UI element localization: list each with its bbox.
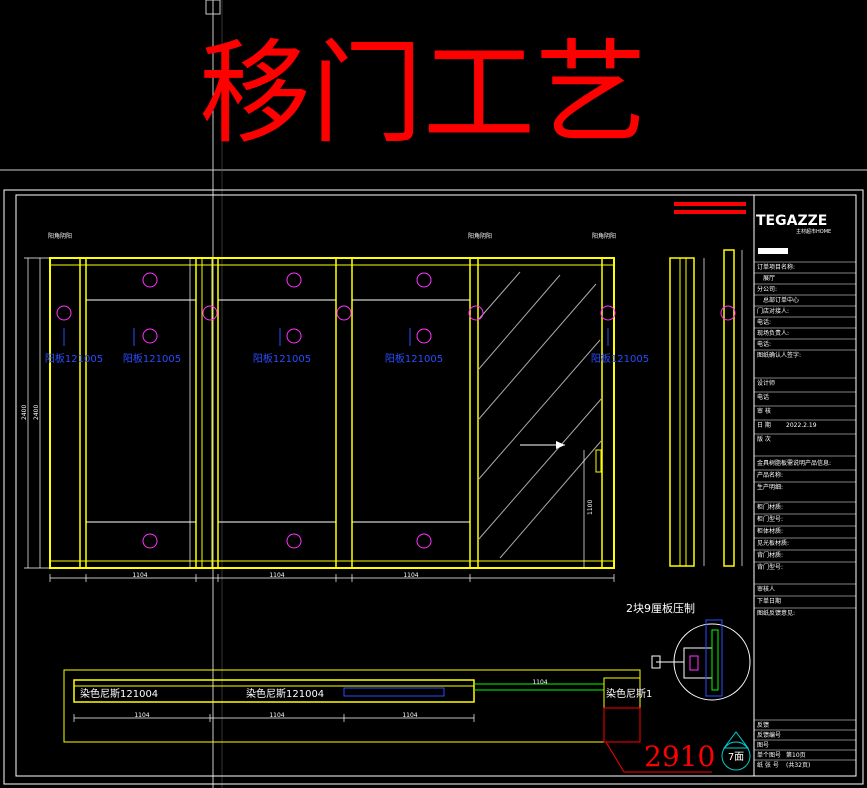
title-block-key: 日 期 <box>757 421 771 429</box>
title-block-key: 反馈 <box>757 721 769 729</box>
title-block-key: 现场负责人: <box>757 329 789 337</box>
title-block-key: 背门材质: <box>757 551 783 559</box>
door-handle <box>595 449 602 473</box>
detail-label: 2块9厘板压制 <box>626 601 695 615</box>
title-block-key: 图纸反馈意见: <box>757 609 795 617</box>
title-block-key: 电话: <box>757 340 771 348</box>
product-note: 金具树脂板需说明产品信息: <box>757 459 831 467</box>
title-block-key: 审核人 <box>757 585 775 593</box>
title-block-key: 版 次 <box>757 435 771 443</box>
plan-label-1: 染色尼斯121004 <box>80 687 158 700</box>
handle-dim: 1100 <box>587 500 594 515</box>
panel-label-2: 阳板121005 <box>123 352 181 365</box>
plan-outline <box>63 669 641 743</box>
plan-dim-2: 1104 <box>269 712 284 719</box>
logo-sub: 主材超市HOME <box>796 228 831 235</box>
title-block <box>753 194 857 777</box>
title-block-key: 背门型号: <box>757 563 783 571</box>
title-block-value: 2022.2.19 <box>786 422 817 429</box>
panel-label-4: 阳板121005 <box>385 352 443 365</box>
title-block-key: 柜门材质: <box>757 503 783 511</box>
big-number: 2910 <box>644 740 715 773</box>
plan-top-dim: 1104 <box>532 679 547 686</box>
side-dim-2: 2400 <box>33 405 40 420</box>
bottom-dim-3: 1104 <box>403 572 418 579</box>
title-block-value: 总部订单中心 <box>763 296 799 304</box>
bottom-dim-1: 1104 <box>132 572 147 579</box>
logo: TEGAZZE <box>756 213 827 229</box>
top-note-3: 阳角阴阳 <box>592 232 616 240</box>
side-section-right <box>723 249 735 567</box>
title-block-key: 门店对接人: <box>757 307 789 315</box>
page-badge-label: 7面 <box>728 752 744 763</box>
top-note-2: 阳角阴阳 <box>468 232 492 240</box>
title-block-key: 见光板材质: <box>757 539 789 547</box>
side-section-left <box>669 257 695 567</box>
page-title: 移门工艺 <box>199 29 647 159</box>
title-block-key: 订单项目名称: <box>757 263 795 271</box>
plan-dim-1: 1104 <box>134 712 149 719</box>
top-note-1: 阳角阴阳 <box>48 232 72 240</box>
title-block-key: 分公司: <box>757 285 777 293</box>
title-block-key: 柜体材质: <box>757 527 783 535</box>
plan-label-3: 染色尼斯1 <box>606 687 652 700</box>
outer-frame <box>3 189 864 785</box>
panel-label-3: 阳板121005 <box>253 352 311 365</box>
title-block-value: 展厅 <box>763 275 775 282</box>
title-block-value: (共32页) <box>786 761 810 769</box>
side-dim-1: 2400 <box>21 405 28 420</box>
plan-label-2: 染色尼斯121004 <box>246 687 324 700</box>
title-block-key: 电话: <box>757 318 771 326</box>
title-block-key: 设计师 <box>757 379 775 387</box>
page-badge <box>721 741 751 771</box>
title-block-key: 柜门型号: <box>757 515 783 523</box>
title-block-key: 生产明细: <box>757 483 783 491</box>
title-block-key: 产品名称: <box>757 471 783 479</box>
bottom-dim-2: 1104 <box>269 572 284 579</box>
title-block-value: 第10页 <box>786 751 806 759</box>
title-block-key: 审 核 <box>757 407 771 415</box>
title-block-key: 电话 <box>757 393 769 401</box>
title-block-key: 反馈编号 <box>757 731 781 739</box>
title-block-key: 图纸确认人签字: <box>757 351 801 359</box>
title-block-key: 图号 <box>757 742 769 749</box>
plan-dim-3: 1104 <box>402 712 417 719</box>
title-block-key: 纸 张 号 <box>757 761 779 769</box>
panel-label-1: 阳板121005 <box>45 352 103 365</box>
title-block-key: 单个图号 <box>757 751 781 759</box>
panel-label-5: 阳板121005 <box>591 352 649 365</box>
door-outline <box>49 257 615 569</box>
title-block-key: 下单日期 <box>757 597 781 605</box>
